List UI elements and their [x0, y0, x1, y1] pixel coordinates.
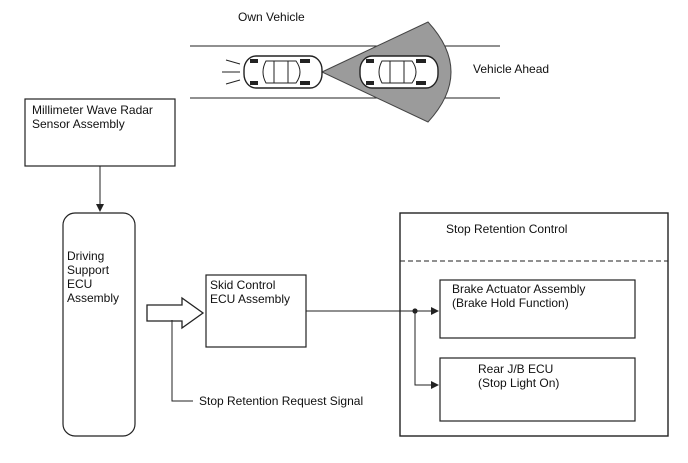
motion-lines-icon: [222, 59, 241, 85]
own-vehicle-car-icon: [243, 55, 323, 89]
brake-actuator-label: Brake Actuator Assembly (Brake Hold Func…: [452, 282, 586, 310]
vehicle-ahead-label: Vehicle Ahead: [473, 62, 550, 76]
skid-control-ecu-label: Skid Control ECU Assembly: [210, 278, 291, 306]
signal-leader-line: [171, 320, 193, 402]
driving-support-ecu-box: [62, 212, 136, 437]
radar-sensor-label: Millimeter Wave Radar Sensor Assembly: [32, 103, 153, 131]
skid-control-ecu-box: [205, 274, 307, 348]
ecu-to-rear-jb-arrow: [414, 311, 439, 389]
own-vehicle-label: Own Vehicle: [238, 10, 305, 24]
radar-sensor-box: [24, 98, 176, 167]
vehicle-ahead-car-icon: [359, 55, 439, 89]
rear-jb-ecu-label: Rear J/B ECU (Stop Light On): [478, 362, 560, 390]
request-signal-arrow-icon: [146, 296, 205, 330]
stop-retention-request-signal-label: Stop Retention Request Signal: [199, 394, 364, 408]
brake-actuator-box: [439, 279, 636, 339]
stop-retention-control-title: Stop Retention Control: [446, 222, 568, 236]
rear-jb-ecu-box: [439, 357, 636, 422]
driving-support-ecu-label: Driving Support ECU Assembly: [67, 249, 120, 305]
